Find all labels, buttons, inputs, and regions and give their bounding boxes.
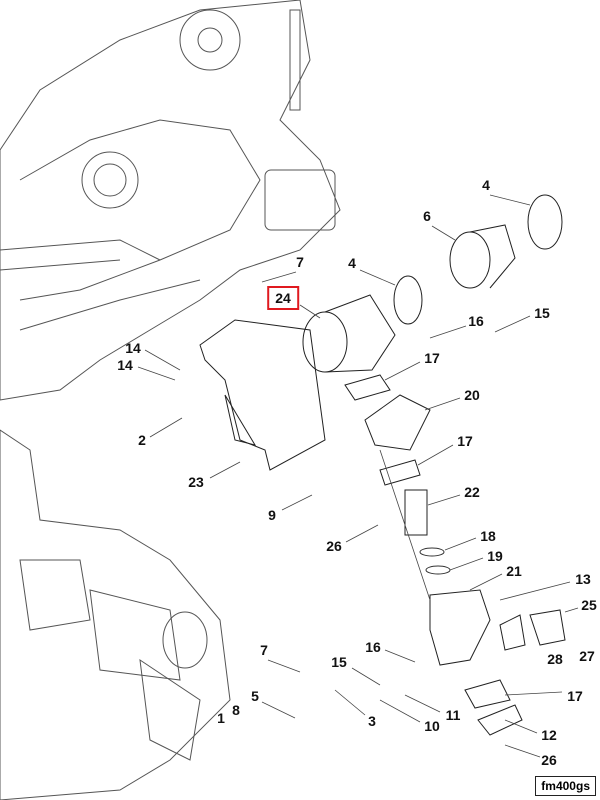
callout-17: 17 — [567, 688, 583, 704]
callout-23: 23 — [188, 474, 204, 490]
callout-14: 14 — [125, 340, 141, 356]
callout-13: 13 — [575, 571, 591, 587]
callout-7: 7 — [260, 642, 268, 658]
callout-18: 18 — [480, 528, 496, 544]
callout-7: 7 — [296, 254, 304, 270]
clamp-4-lower — [393, 275, 423, 325]
callout-15: 15 — [534, 305, 550, 321]
callout-20: 20 — [464, 387, 480, 403]
callout-17: 17 — [457, 433, 473, 449]
callout-6: 6 — [423, 208, 431, 224]
callout-12: 12 — [541, 727, 557, 743]
callout-17: 17 — [424, 350, 440, 366]
callout-24-highlighted: 24 — [267, 286, 299, 310]
callout-10: 10 — [424, 718, 440, 734]
muffler-24 — [302, 294, 396, 373]
callout-28: 28 — [547, 651, 563, 667]
callout-22: 22 — [464, 484, 480, 500]
upper-engine-block — [0, 0, 341, 401]
callout-2: 2 — [138, 432, 146, 448]
leader-lines — [137, 194, 579, 758]
callout-11: 11 — [445, 707, 461, 723]
callout-14: 14 — [117, 357, 133, 373]
callout-4: 4 — [348, 255, 356, 271]
callout-15: 15 — [331, 654, 347, 670]
lower-engine-block — [0, 429, 231, 800]
callout-19: 19 — [487, 548, 503, 564]
clamp-4-upper — [527, 194, 563, 250]
callout-5: 5 — [251, 688, 259, 704]
bracket — [199, 319, 326, 471]
callout-8: 8 — [232, 702, 240, 718]
callout-25: 25 — [581, 597, 597, 613]
callout-3: 3 — [368, 713, 376, 729]
callout-9: 9 — [268, 507, 276, 523]
figure-code: fm400gs — [535, 776, 596, 796]
callout-26: 26 — [541, 752, 557, 768]
callout-16: 16 — [365, 639, 381, 655]
callout-16: 16 — [468, 313, 484, 329]
callout-26: 26 — [326, 538, 342, 554]
sleeve-6 — [449, 224, 516, 289]
callout-27: 27 — [579, 648, 595, 664]
callout-4: 4 — [482, 177, 490, 193]
callout-1: 1 — [217, 710, 225, 726]
callout-21: 21 — [506, 563, 522, 579]
